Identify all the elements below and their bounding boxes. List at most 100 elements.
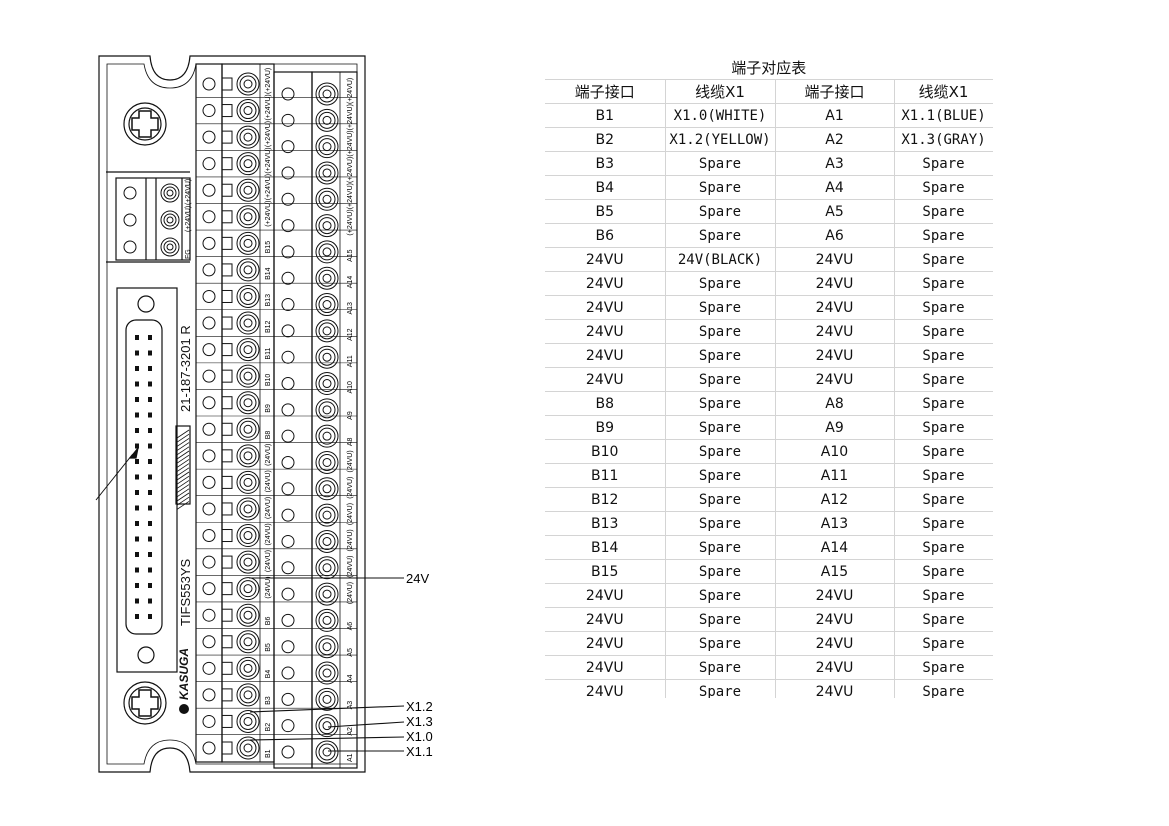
terminal-screw (318, 190, 336, 208)
terminal-hole (202, 77, 216, 91)
terminal-label-b: (+24VU) (265, 201, 272, 227)
terminal-hole (202, 236, 216, 250)
terminal-screw (243, 265, 253, 275)
side-terminal-screw (163, 186, 177, 200)
terminal-screw (322, 142, 332, 152)
terminal-screw (239, 394, 257, 412)
side-terminal-label: (+24VU) (185, 179, 192, 205)
dsub-pin (135, 381, 139, 387)
dsub-pin (135, 505, 139, 511)
terminal-b-cell: B9 (545, 415, 666, 440)
terminal-screw (315, 635, 339, 659)
terminal-screw (322, 589, 332, 599)
terminal-screw (239, 155, 257, 173)
terminal-screw (315, 529, 339, 553)
terminal-a-cell: A11 (775, 463, 895, 488)
side-terminal-screw (166, 189, 174, 197)
terminal-label-a: A9 (347, 411, 354, 420)
terminal-hole (202, 130, 216, 144)
terminal-screw (243, 398, 253, 408)
cable-a-cell: Spare (894, 607, 993, 632)
terminal-label-b: B4 (265, 670, 272, 679)
terminal-a-cell: 24VU (775, 295, 895, 320)
terminal-label-b: (24VU) (265, 470, 272, 492)
side-terminal-screw (160, 210, 180, 230)
cable-b-cell: Spare (665, 295, 776, 320)
dsub-pin (148, 536, 152, 542)
housing-outline (98, 55, 366, 773)
terminal-screw (322, 457, 332, 467)
terminal-screw (239, 128, 257, 146)
terminal-label-a: (+24VU) (347, 157, 354, 183)
dsub-pin (135, 598, 139, 604)
callout-x11: X1.1 (406, 744, 433, 759)
terminal-screw (243, 743, 253, 753)
terminal-screw (315, 424, 339, 448)
terminal-label-b: (24VU) (265, 444, 272, 466)
cable-a-cell: Spare (894, 631, 993, 656)
terminal-screw (315, 661, 339, 685)
terminal-hole (202, 289, 216, 303)
terminal-a-cell: A3 (775, 151, 895, 176)
dsub-pin (148, 474, 152, 480)
dsub-pin (135, 552, 139, 557)
terminal-screw (315, 687, 339, 711)
cable-b-cell: Spare (665, 463, 776, 488)
terminal-label-b: B11 (265, 348, 272, 360)
terminal-screw (322, 536, 332, 546)
dsub-pin (148, 428, 152, 433)
terminal-b-cell: 24VU (545, 271, 666, 296)
terminal-screw (318, 480, 336, 498)
terminal-screw (243, 345, 253, 355)
cable-a-cell: Spare (894, 415, 993, 440)
side-terminal-hole (123, 186, 137, 200)
terminal-screw (243, 212, 253, 222)
terminal-a-cell: A14 (775, 535, 895, 560)
terminal-screw (315, 161, 339, 185)
terminal-label-a: (24VU) (347, 503, 354, 525)
terminal-a-cell: 24VU (775, 583, 895, 608)
cable-b-cell: Spare (665, 487, 776, 512)
terminal-screw (318, 375, 336, 393)
terminal-a-cell: A15 (775, 559, 895, 584)
terminal-label-a: (24VU) (347, 529, 354, 551)
terminal-label-a: A11 (347, 355, 354, 367)
cable-b-cell: Spare (665, 559, 776, 584)
terminal-a-cell: 24VU (775, 679, 895, 698)
terminal-screw (318, 559, 336, 577)
terminal-b-cell: B15 (545, 559, 666, 584)
terminal-hole (202, 741, 216, 755)
terminal-screw (315, 187, 339, 211)
terminal-hole (202, 475, 216, 489)
terminal-b-cell: B14 (545, 535, 666, 560)
terminal-hole (281, 692, 295, 706)
cable-b-cell: Spare (665, 175, 776, 200)
terminal-a-cell: A4 (775, 175, 895, 200)
terminal-hole (202, 661, 216, 675)
cable-a-cell: Spare (894, 391, 993, 416)
terminal-screw (322, 431, 332, 441)
terminal-b-cell: B8 (545, 391, 666, 416)
dsub-pin (135, 428, 139, 433)
terminal-b-cell: 24VU (545, 607, 666, 632)
terminal-screw (243, 610, 253, 620)
side-terminal-screw (160, 183, 180, 203)
terminal-screw (236, 178, 260, 202)
terminal-screw (318, 453, 336, 471)
dsub-pin (135, 567, 139, 573)
terminal-hole (281, 640, 295, 654)
side-terminal-block (115, 177, 191, 261)
terminal-screw (315, 372, 339, 396)
terminal-screw (315, 740, 339, 764)
terminal-hole (281, 561, 295, 575)
terminal-screw (243, 371, 253, 381)
terminal-hole (281, 140, 295, 154)
cable-b-cell: Spare (665, 679, 776, 698)
side-terminal-label: (+24VU) (185, 206, 192, 232)
terminal-screw (239, 500, 257, 518)
terminal-screw (318, 506, 336, 524)
